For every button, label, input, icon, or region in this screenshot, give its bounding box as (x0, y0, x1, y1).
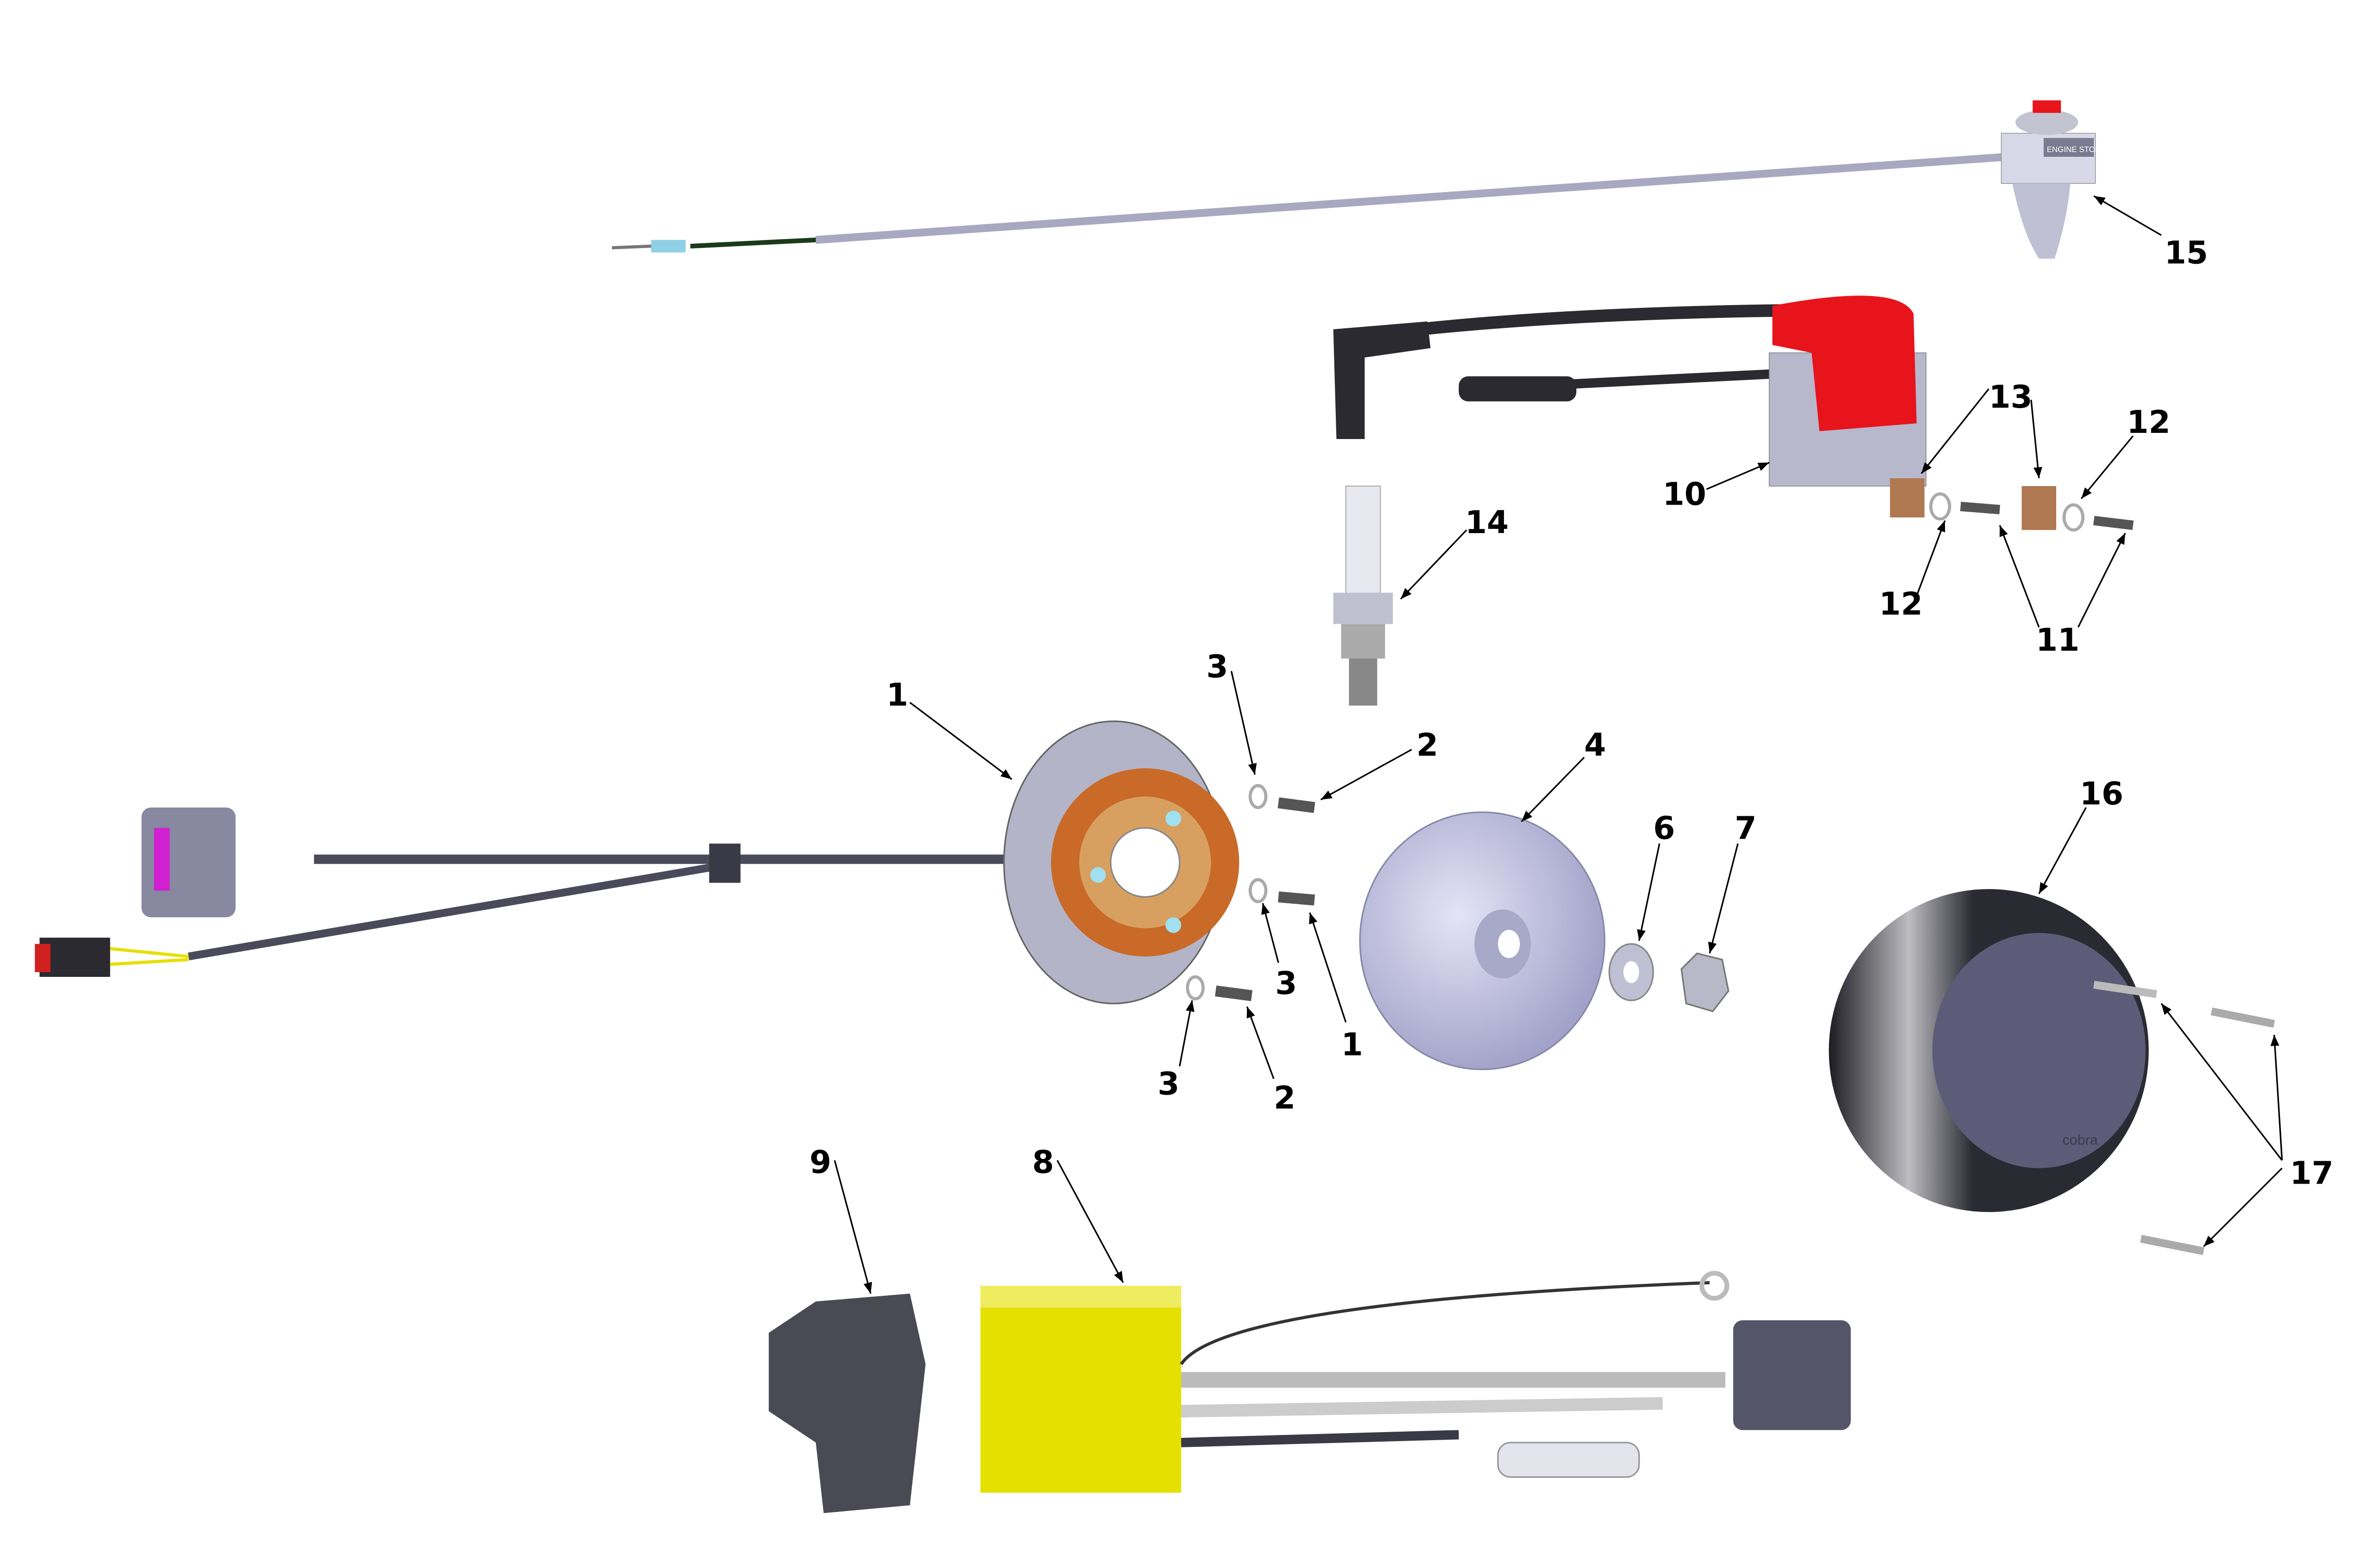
stator-screws (1186, 784, 1315, 1001)
cdi-unit (768, 1271, 1851, 1513)
spark-plug (1333, 486, 1393, 706)
callout-12-right: 12 (2127, 404, 2171, 440)
callout-13: 13 (1989, 379, 2032, 415)
engine-stop-text: ENGINE STOP (2047, 145, 2100, 154)
callout-3-middle: 3 (1275, 965, 1297, 1002)
callout-14: 14 (1465, 504, 1509, 541)
callout-1-screw: 1 (1341, 1026, 1363, 1063)
callout-12-left: 12 (1879, 586, 1923, 622)
callout-11: 11 (2036, 622, 2079, 659)
callout-1-stator: 1 (886, 677, 908, 713)
callout-10: 10 (1663, 476, 1706, 513)
callout-7: 7 (1735, 810, 1757, 847)
callout-17: 17 (2290, 1155, 2334, 1192)
callout-3-bottom: 3 (1158, 1065, 1179, 1102)
callout-8: 8 (1032, 1144, 1054, 1180)
ignition-cover: cobra (1829, 889, 2275, 1255)
flywheel (1359, 811, 1730, 1071)
callout-15: 15 (2165, 234, 2208, 271)
callout-16: 16 (2080, 775, 2124, 812)
stator-harness (35, 720, 1239, 1004)
callout-9: 9 (810, 1144, 832, 1180)
callout-4: 4 (1584, 727, 1606, 764)
callout-2-top: 2 (1417, 727, 1438, 764)
engine-stop-switch: ENGINE STOP (612, 100, 2100, 259)
coil-fasteners (1890, 478, 2134, 532)
ignition-coil (1333, 296, 1926, 487)
callout-2-bottom: 2 (1274, 1080, 1295, 1116)
callout-3-top: 3 (1206, 649, 1228, 685)
callout-6: 6 (1653, 810, 1675, 847)
callouts: 15 13 12 12 11 10 14 1 1 3 3 3 2 2 4 6 7 (810, 195, 2334, 1294)
cover-logo: cobra (2062, 1132, 2098, 1148)
